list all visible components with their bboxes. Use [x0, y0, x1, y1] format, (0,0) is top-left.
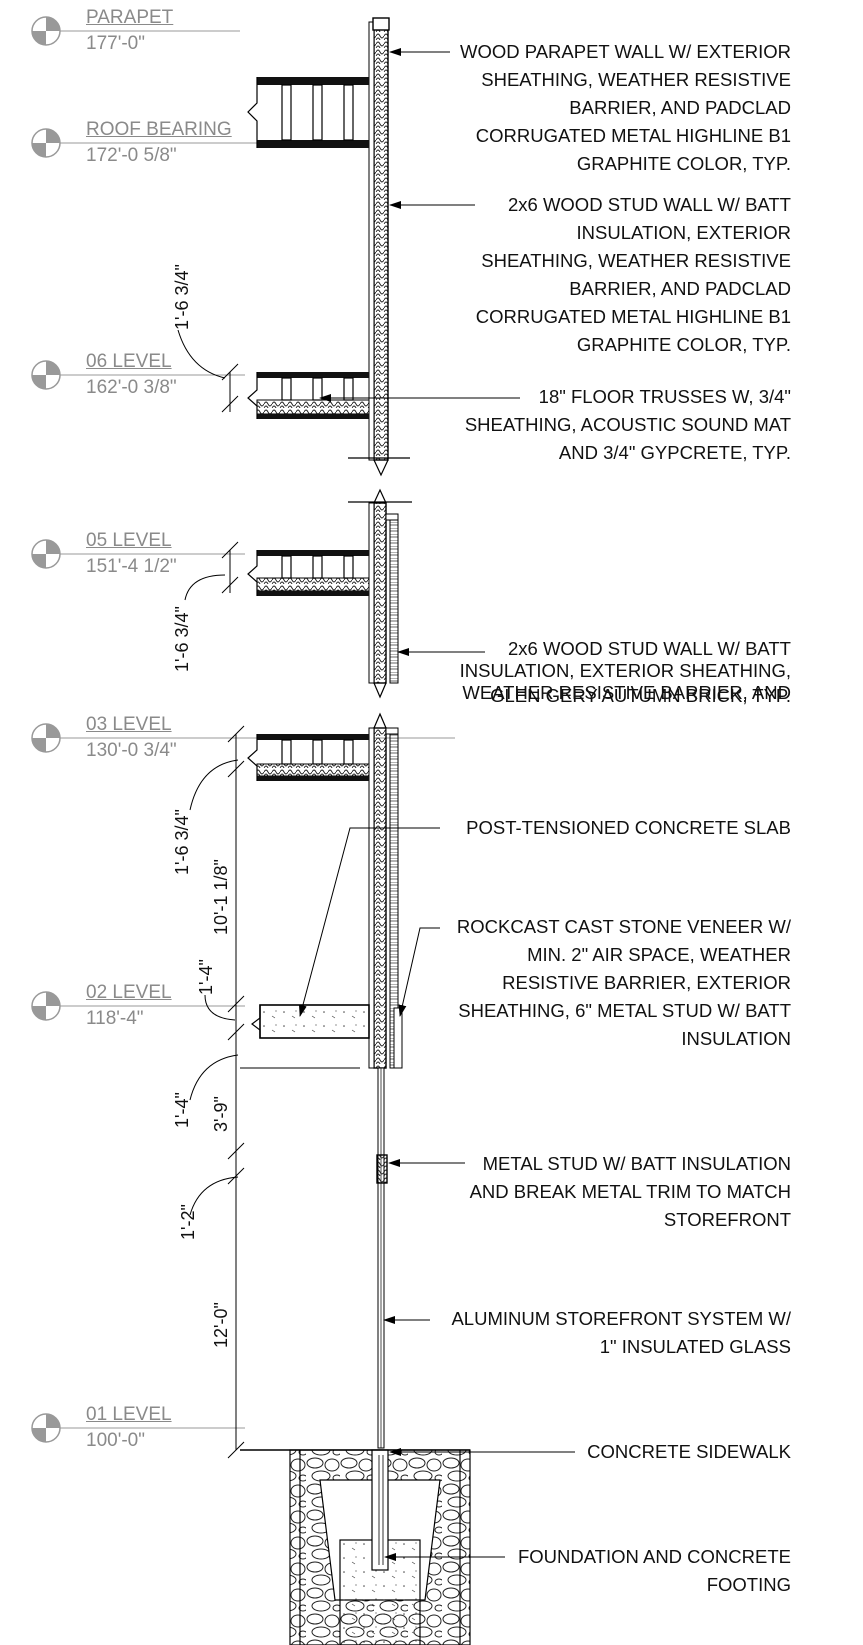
level-elevation-05: 151'-4 1/2" [86, 556, 177, 577]
level-name-02: 02 LEVEL [86, 982, 172, 1003]
level-elevation-06: 162'-0 3/8" [86, 377, 177, 398]
floor-05-assembly [247, 550, 370, 596]
note-wood-parapet-wall: WOOD PARAPET WALL W/ EXTERIOR SHEATHING,… [460, 41, 791, 174]
note-metal-stud-trim: METAL STUD W/ BATT INSULATION AND BREAK … [469, 1153, 791, 1230]
note-wood-stud-wall-middle: 2x6 WOOD STUD WALL W/ BATT INSULATION, E… [459, 638, 791, 703]
dimension-slab: 1'-4" [196, 959, 216, 995]
concrete-slab [251, 1004, 370, 1039]
leader-lines [298, 48, 575, 1561]
level-elevation-parapet: 177'-0" [86, 33, 145, 54]
level-marker-01 [31, 1413, 245, 1443]
level-name-03: 03 LEVEL [86, 714, 172, 735]
dimension-floor-03: 1'-6 3/4" [172, 809, 192, 875]
note-wood-stud-wall-upper: 2x6 WOOD STUD WALL W/ BATT INSULATION, E… [475, 194, 791, 355]
foundation [240, 1449, 471, 1645]
level-name-roof-bearing: ROOF BEARING [86, 119, 232, 140]
note-foundation: FOUNDATION AND CONCRETE FOOTING [517, 1546, 791, 1595]
level-marker-02 [31, 991, 245, 1021]
level-name-parapet: PARAPET [86, 7, 174, 28]
upper-wall-assembly [348, 17, 410, 477]
middle-wall-assembly [348, 488, 412, 699]
dimension-below-slab: 1'-4" [172, 1092, 192, 1128]
dimension-floor-05: 1'-6 3/4" [172, 606, 192, 672]
level-marker-parapet [31, 16, 240, 46]
note-floor-trusses: 18" FLOOR TRUSSES W, 3/4" SHEATHING, ACO… [464, 386, 791, 463]
level-elevation-01: 100'-0" [86, 1430, 145, 1451]
level-elevation-03: 130'-0 3/4" [86, 740, 177, 761]
storefront-system [240, 1067, 388, 1449]
dimension-lines [177, 329, 245, 1459]
dimension-story-03-02: 10'-1 1/8" [211, 859, 231, 935]
note-cast-stone-veneer: ROCKCAST CAST STONE VENEER W/ MIN. 2" AI… [456, 916, 791, 1049]
floor-06-assembly [247, 372, 370, 419]
level-name-05: 05 LEVEL [86, 530, 172, 551]
note-brick: GLEN GERY AUTUMN BRICK, TYP. [490, 685, 791, 706]
note-post-tensioned-slab: POST-TENSIONED CONCRETE SLAB [466, 817, 791, 838]
level-name-06: 06 LEVEL [86, 351, 172, 372]
note-concrete-sidewalk: CONCRETE SIDEWALK [587, 1441, 791, 1462]
floor-03-assembly [247, 734, 370, 781]
level-marker-roof-bearing [31, 128, 275, 158]
dimension-floor-06: 1'-6 3/4" [172, 264, 192, 330]
dimension-3-9: 3'-9" [211, 1096, 231, 1132]
level-elevation-02: 118'-4" [86, 1008, 144, 1029]
roof-trusses [247, 77, 369, 148]
note-aluminum-storefront: ALUMINUM STOREFRONT SYSTEM W/ 1" INSULAT… [451, 1308, 791, 1357]
level-name-01: 01 LEVEL [86, 1404, 172, 1425]
level-elevation-roof-bearing: 172'-0 5/8" [86, 145, 177, 166]
dimension-trim: 1'-2" [178, 1204, 198, 1240]
level-marker-05 [31, 539, 245, 569]
dimension-storefront: 12'-0" [211, 1302, 231, 1348]
lower-wall-assembly [368, 712, 403, 1069]
